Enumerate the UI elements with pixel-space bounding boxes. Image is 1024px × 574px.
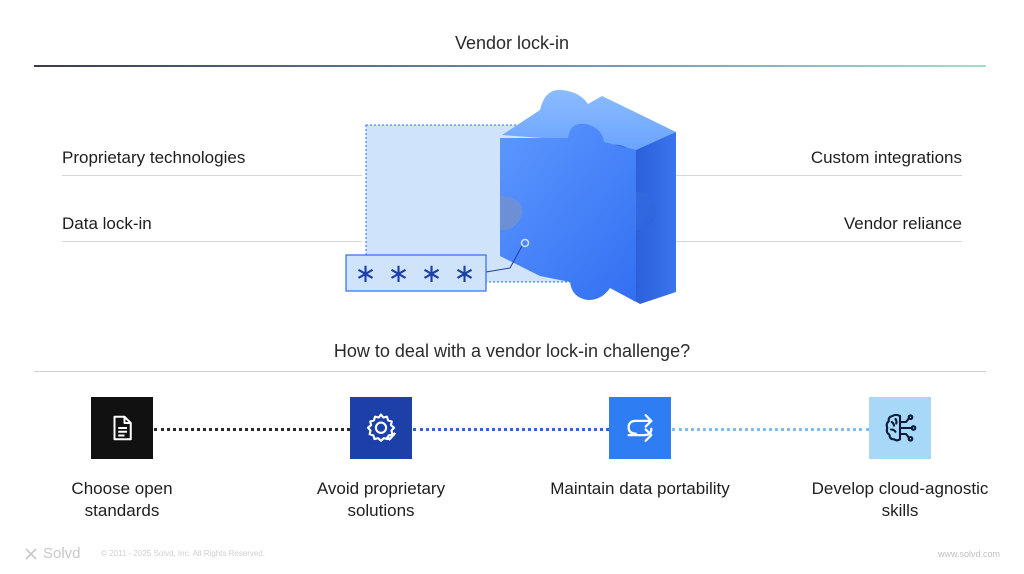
step-data-portability-tile — [609, 397, 671, 459]
puzzle-notch-shadow — [500, 196, 522, 230]
step-label-open-standards: Choose open standards — [71, 479, 173, 520]
divider-right-1 — [676, 175, 962, 176]
connector-line — [485, 245, 523, 273]
step-label-cloud-agnostic: Develop cloud-agnostic skills — [811, 479, 989, 520]
puzzle-notch-shadow-2 — [636, 192, 656, 230]
puzzle-illustration — [345, 89, 676, 304]
solvd-logo-icon — [25, 547, 37, 560]
page-title: Vendor lock-in — [454, 33, 570, 53]
label-custom-integrations: Custom integrations — [810, 148, 962, 167]
password-mask: ∗ ∗ ∗ ∗ — [354, 258, 478, 288]
divider-right-2 — [676, 241, 962, 242]
connector-1-2 — [154, 428, 350, 431]
step-avoid-proprietary-tile — [350, 397, 412, 459]
arrows-transfer-icon — [627, 414, 653, 442]
step-cloud-agnostic-tile — [869, 397, 931, 459]
step-open-standards-tile — [91, 397, 153, 459]
divider-left-2 — [62, 241, 362, 242]
step-label-data-portability: Maintain data portability — [550, 479, 730, 498]
brain-network-icon — [885, 413, 917, 442]
section-subtitle: How to deal with a vendor lock-in challe… — [333, 341, 691, 361]
puzzle-front — [500, 123, 656, 303]
puzzle-top — [502, 89, 676, 150]
label-proprietary-technologies: Proprietary technologies — [62, 148, 246, 167]
connector-3-4 — [672, 428, 869, 431]
document-icon — [113, 415, 132, 441]
footer-logo: Solvd — [24, 545, 81, 562]
footer-brand: Solvd — [43, 545, 81, 562]
subtitle-divider — [34, 371, 986, 372]
label-vendor-reliance: Vendor reliance — [843, 214, 962, 233]
label-data-lock-in: Data lock-in — [62, 214, 152, 233]
step-label-avoid-proprietary: Avoid proprietary solutions — [316, 479, 446, 520]
connector-2-3 — [413, 428, 609, 431]
divider-left-1 — [62, 175, 362, 176]
footer-url: www.solvd.com — [937, 549, 1000, 559]
footer-copyright: © 2011 - 2025 Solvd, Inc. All Rights Res… — [101, 549, 266, 558]
password-field — [345, 254, 487, 292]
connector-dot — [520, 238, 530, 248]
title-divider — [34, 65, 986, 67]
gear-check-icon — [366, 413, 397, 442]
